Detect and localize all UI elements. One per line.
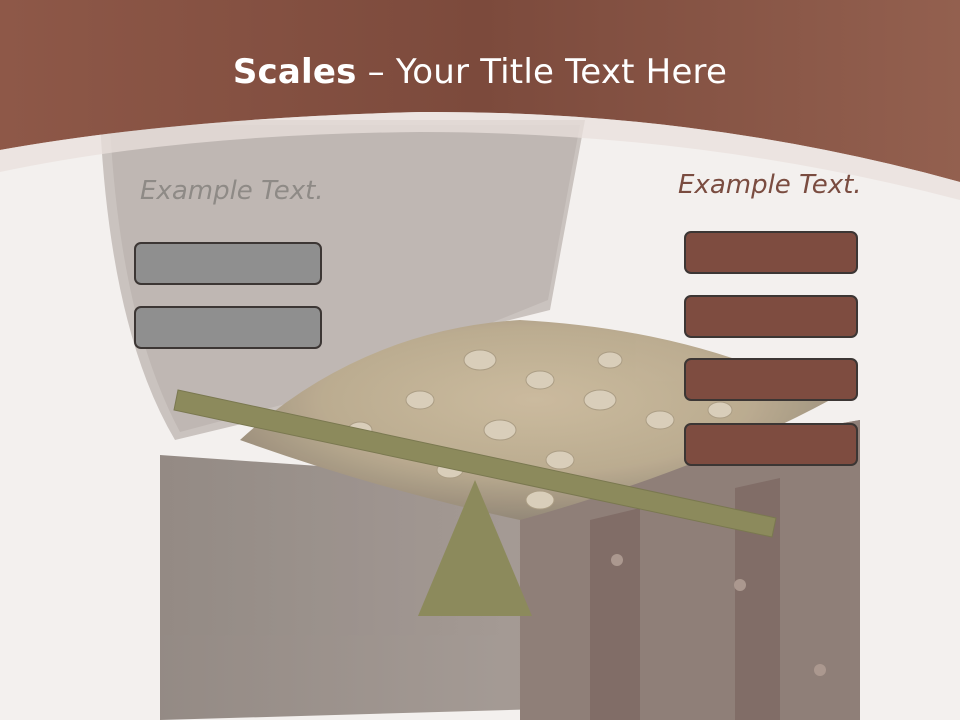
left-text-box-1[interactable] — [134, 242, 322, 285]
left-label: Example Text. — [140, 176, 324, 206]
treasure-chest-image — [100, 120, 860, 720]
left-text-box-2[interactable] — [134, 306, 322, 349]
title-bold-text: Scales — [232, 52, 357, 92]
right-text-box-2[interactable] — [684, 295, 858, 338]
title-rest-text: – Your Title Text Here — [356, 52, 728, 92]
slide-title: Scales – Your Title Text Here — [0, 52, 960, 92]
scale-beam — [173, 389, 777, 538]
right-text-box-1[interactable] — [684, 231, 858, 274]
right-label: Example Text. — [678, 170, 862, 200]
right-text-box-3[interactable] — [684, 358, 858, 401]
scale-fulcrum — [418, 480, 532, 616]
right-text-box-4[interactable] — [684, 423, 858, 466]
